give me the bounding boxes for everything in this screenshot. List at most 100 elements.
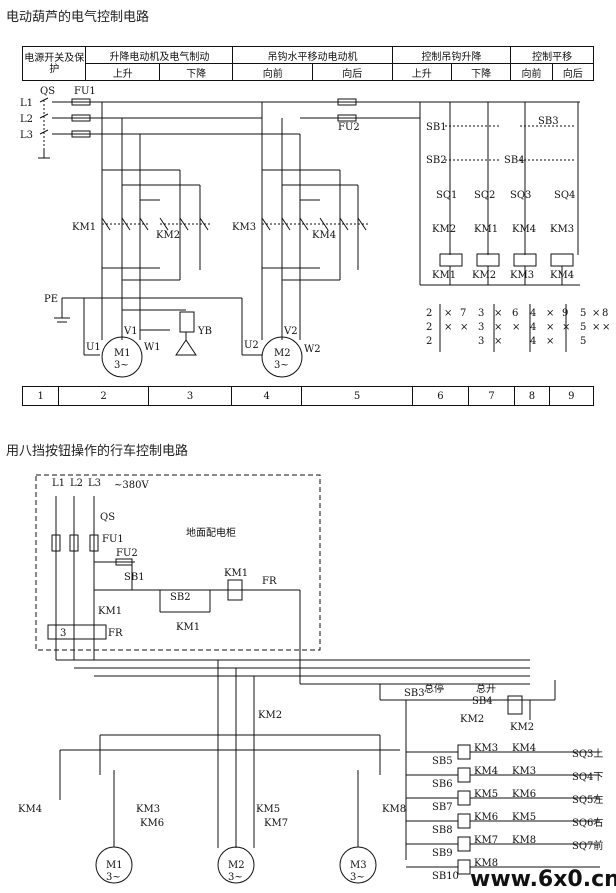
xref-cell: 2	[426, 336, 432, 347]
coil-label: KM1	[432, 270, 456, 281]
label-FU2: FU2	[338, 122, 360, 133]
label-interlock: KM1	[474, 224, 498, 235]
interlock-label: KM3	[512, 766, 536, 777]
xref-cell: ×	[460, 322, 468, 333]
function-header-table: 电源开关及保护 升降电动机及电气制动 吊钩水平移动电动机 控制吊钩升降 控制平移…	[21, 46, 595, 81]
column-number: 9	[548, 386, 595, 406]
coil-symbol	[457, 859, 471, 875]
label-cabinet: 地面配电柜	[186, 526, 236, 539]
xref-cell: ×	[494, 322, 502, 333]
label-KM1-coil: KM1	[224, 568, 248, 579]
xref-cell: 5	[580, 322, 586, 333]
limit-switch-label: SQ5左	[572, 793, 603, 806]
xref-cell: 4	[530, 308, 536, 319]
label-KM4: KM4	[312, 230, 336, 241]
coil-label: KM3	[474, 743, 498, 754]
xref-cell: 3	[478, 336, 484, 347]
label-QS-bottom: QS	[100, 512, 115, 523]
xref-cell: 3	[478, 322, 484, 333]
label-FR3: 3	[60, 628, 66, 639]
label-KM2: KM2	[156, 230, 180, 241]
top-diagram-title: 电动葫芦的电气控制电路	[6, 10, 150, 25]
xref-cell: ×	[512, 322, 520, 333]
label-interlock: KM4	[512, 224, 536, 235]
label-L2: L2	[20, 114, 33, 125]
label-phase: 3~	[274, 360, 289, 371]
coil-label: KM4	[474, 766, 498, 777]
label-SQ4: SQ4	[554, 190, 575, 201]
label-SB2: SB2	[426, 155, 447, 166]
label-interlock: KM3	[550, 224, 574, 235]
column-number-strip: 1 2 3 4 5 6 7 8 9	[21, 386, 595, 406]
limit-switch-label: SQ3上	[572, 748, 603, 760]
coil-label: KM3	[510, 270, 534, 281]
column-number: 3	[147, 386, 233, 406]
coil-label: KM4	[550, 270, 574, 281]
label-M1: M1	[114, 348, 131, 359]
label-SB4: SB4	[504, 155, 525, 166]
label-voltage: ~380V	[114, 480, 149, 491]
label-KM2-main: KM2	[258, 710, 282, 721]
limit-switch-label: SQ6右	[572, 816, 603, 829]
watermark: www.6x0.cn	[470, 867, 616, 892]
button-label: SB9	[432, 848, 453, 859]
label-FR-relay: FR	[108, 628, 123, 639]
label-SB1: SB1	[426, 122, 447, 133]
header-sub: 上升	[85, 63, 160, 81]
label-L3: L3	[20, 130, 33, 141]
header-sub: 向后	[551, 63, 595, 81]
xref-cell: 3	[478, 308, 484, 319]
label-W1: W1	[144, 342, 161, 353]
label-SB1-bottom: SB1	[124, 572, 145, 583]
xref-cell: 9	[562, 308, 568, 319]
xref-cell: 2	[426, 322, 432, 333]
label-SB2-bottom: SB2	[170, 592, 191, 603]
label-KM3: KM3	[232, 222, 256, 233]
label-U2: U2	[244, 340, 259, 351]
label-L2-bottom: L2	[70, 478, 83, 489]
label-M1-bottom: M1	[106, 860, 123, 871]
label-L1: L1	[20, 98, 33, 109]
interlock-label: KM4	[512, 743, 536, 754]
interlock-label: KM6	[512, 789, 536, 800]
xref-cell: ×	[444, 322, 452, 333]
label-KM4-bottom: KM4	[18, 804, 42, 815]
label-KM3-bottom: KM3	[136, 804, 160, 815]
xref-cell: ×	[444, 308, 452, 319]
xref-cell: 4	[530, 336, 536, 347]
xref-cell: 5	[580, 336, 586, 347]
label-FU1-bottom: FU1	[102, 534, 124, 545]
label-M2: M2	[274, 348, 291, 359]
label-KM1-main: KM1	[98, 606, 122, 617]
label-start: 总开	[476, 682, 496, 695]
label-KM1-hold: KM1	[176, 622, 200, 633]
interlock-label: KM8	[512, 835, 536, 846]
xref-cell: ×	[592, 322, 600, 333]
label-FR: FR	[262, 576, 277, 587]
bottom-diagram-title: 用八挡按钮操作的行车控制电路	[6, 444, 189, 459]
contact-cross-reference: 2×73×64×95×82××3××4××5××23×4×5	[426, 304, 610, 352]
label-M3-bottom: M3	[350, 860, 367, 871]
label-KM5-bottom: KM5	[256, 804, 280, 815]
coil-symbol	[457, 813, 471, 829]
label-U1: U1	[86, 342, 101, 353]
label-phase: 3~	[228, 872, 243, 883]
label-SQ1: SQ1	[436, 190, 457, 201]
label-FU1: FU1	[74, 86, 96, 97]
header-sub: 下降	[450, 63, 512, 81]
xref-cell: 6	[512, 308, 518, 319]
column-number: 1	[21, 386, 60, 406]
label-SB3-bottom: SB3	[404, 688, 425, 699]
xref-cell: ×	[494, 308, 502, 319]
label-V1: V1	[123, 326, 138, 337]
xref-cell: 4	[530, 322, 536, 333]
label-phase: 3~	[350, 872, 365, 883]
coil-label: KM7	[474, 835, 498, 846]
label-phase: 3~	[106, 872, 121, 883]
button-label: SB6	[432, 779, 453, 790]
label-KM2-coil: KM2	[510, 722, 534, 733]
button-label: SB8	[432, 825, 453, 836]
coil-label: KM2	[472, 270, 496, 281]
